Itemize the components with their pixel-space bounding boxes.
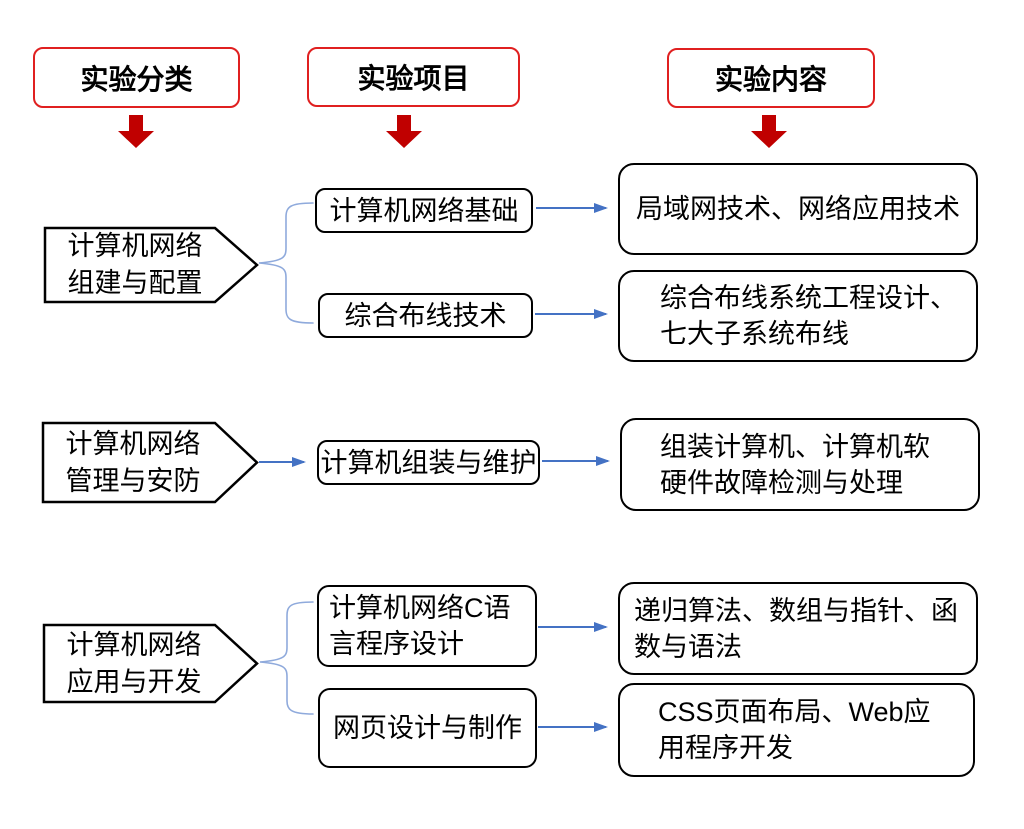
category-pentagon-shape (43, 226, 259, 304)
category-text: 计算机网络 管理与安防 (65, 428, 201, 496)
header-experiment-project: 实验项目 (307, 47, 520, 107)
category-label-network-management: 计算机网络 管理与安防 (43, 423, 223, 502)
content-box-lan-tech: 局域网技术、网络应用技术 (618, 163, 978, 255)
category-pentagon-shape (42, 623, 259, 704)
project-text: 计算机网络C语 言程序设计 (329, 593, 511, 659)
project-box-network-basics: 计算机网络基础 (315, 188, 533, 233)
project-text: 计算机网络基础 (329, 195, 519, 226)
content-box-algorithms: 递归算法、数组与指针、函 数与语法 (618, 582, 978, 675)
down-arrow-icon (751, 115, 787, 148)
content-text: 局域网技术、网络应用技术 (636, 194, 960, 224)
project-text: 综合布线技术 (344, 300, 507, 331)
project-box-c-programming: 计算机网络C语 言程序设计 (317, 585, 537, 667)
content-text: 递归算法、数组与指针、函 数与语法 (634, 595, 958, 662)
header-experiment-category: 实验分类 (33, 47, 240, 108)
project-box-cabling: 综合布线技术 (318, 293, 533, 338)
content-text: CSS页面布局、Web应 用程序开发 (658, 697, 931, 763)
header-label: 实验分类 (80, 63, 193, 95)
down-arrow-icon (118, 115, 154, 148)
brace-connector (259, 601, 314, 715)
project-text: 网页设计与制作 (333, 713, 522, 743)
content-text: 组装计算机、计算机软 硬件故障检测与处理 (660, 431, 930, 498)
content-box-assembly-troubleshooting: 组装计算机、计算机软 硬件故障检测与处理 (620, 418, 980, 511)
down-arrow-icon (386, 115, 422, 148)
project-box-web-design: 网页设计与制作 (318, 688, 537, 768)
header-label: 实验内容 (714, 64, 827, 95)
brace-connector (258, 202, 314, 324)
header-label: 实验项目 (357, 63, 470, 94)
project-text: 计算机组装与维护 (320, 447, 537, 478)
category-text: 计算机网络 应用与开发 (66, 629, 202, 697)
category-label-network-development: 计算机网络 应用与开发 (44, 625, 224, 702)
category-pentagon-shape (41, 421, 259, 504)
category-text: 计算机网络 组建与配置 (67, 231, 203, 298)
content-box-css-web: CSS页面布局、Web应 用程序开发 (618, 683, 975, 777)
content-box-cabling-system: 综合布线系统工程设计、 七大子系统布线 (618, 270, 978, 362)
category-label-network-setup: 计算机网络 组建与配置 (45, 228, 225, 302)
project-box-assembly-maintenance: 计算机组装与维护 (317, 440, 540, 485)
content-text: 综合布线系统工程设计、 七大子系统布线 (660, 283, 957, 349)
header-experiment-content: 实验内容 (667, 48, 875, 108)
